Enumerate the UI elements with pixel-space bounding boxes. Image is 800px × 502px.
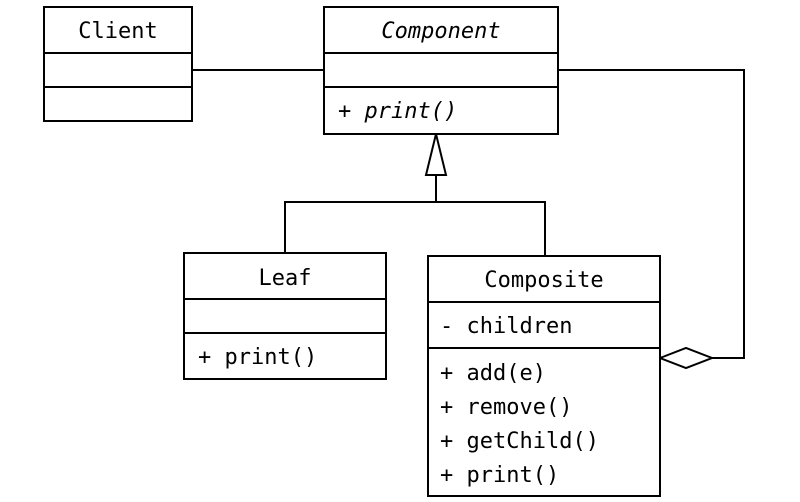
operation-composite-remove: + remove() <box>440 395 572 420</box>
operation-composite-add: + add(e) <box>440 361 546 386</box>
operation-component-print: + print() <box>338 99 457 124</box>
operation-composite-print: + print() <box>440 463 559 488</box>
class-client: Client <box>43 6 193 122</box>
class-name-leaf: Leaf <box>259 266 312 291</box>
aggregation-diamond <box>657 346 715 370</box>
generalization-arrowhead <box>424 133 448 176</box>
attribute-composite-children: - children <box>440 314 572 339</box>
generalization-tree <box>284 201 546 256</box>
class-component: Component + print() <box>323 6 559 135</box>
operation-leaf-print: + print() <box>198 345 317 370</box>
class-name-component: Component <box>381 19 500 44</box>
class-name-composite: Composite <box>484 268 603 293</box>
class-leaf: Leaf + print() <box>183 252 387 380</box>
class-name-client: Client <box>78 19 157 44</box>
operation-composite-getchild: + getChild() <box>440 429 599 454</box>
class-composite: Composite - children + add(e) + remove()… <box>427 255 661 497</box>
aggregation-composite-component <box>558 69 745 359</box>
